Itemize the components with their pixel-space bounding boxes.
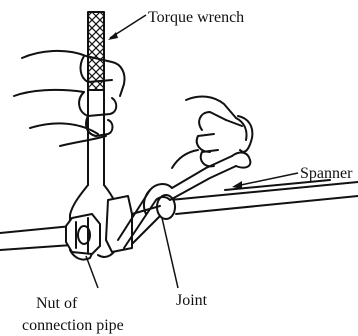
nut-label-line1: Nut of xyxy=(36,295,78,312)
joint-leader xyxy=(162,218,178,288)
spanner xyxy=(118,153,250,248)
connection-pipe xyxy=(0,226,72,250)
torque-wrench-label: Torque wrench xyxy=(148,9,244,26)
spanner-arrowhead xyxy=(232,181,242,189)
right-hand xyxy=(172,97,252,168)
torque-wrench-grip xyxy=(88,12,104,90)
spanner-label: Spanner xyxy=(300,165,353,182)
nut-label-line2: connection pipe xyxy=(22,317,124,334)
connection-pipe-nut xyxy=(66,214,100,254)
upper-hand xyxy=(14,51,125,146)
nut-leader xyxy=(86,256,98,288)
joint-label: Joint xyxy=(176,292,208,309)
